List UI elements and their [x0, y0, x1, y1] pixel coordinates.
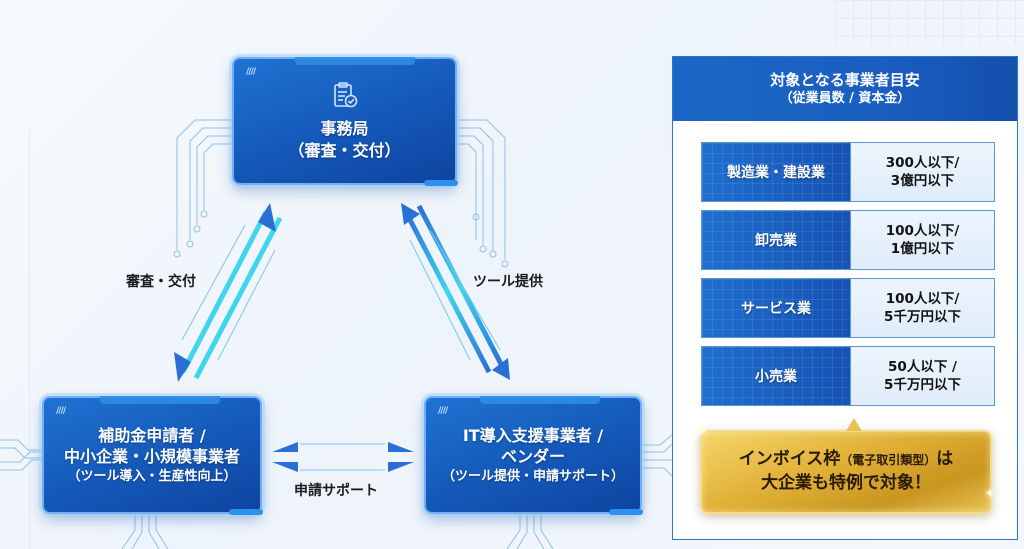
row-employees: 300人以下/: [885, 154, 960, 171]
callout-tail: は: [936, 449, 954, 470]
circuit-traces-applicant-left: [0, 439, 42, 471]
sparkle-icon: ✦: [696, 424, 708, 440]
edge-label-review: 審査・交付: [126, 274, 196, 290]
callout-line1: インボイス枠（電子取引類型）は: [739, 448, 954, 472]
corner-accent: [609, 509, 643, 515]
row-values: 300人以下/ 3億円以下: [850, 143, 994, 201]
node-office: //// 事務局 （審査・交付）: [232, 57, 458, 186]
tab-bar: [480, 396, 600, 404]
row-capital: 1億円以下: [890, 241, 955, 257]
edge-label-tool-provision: ツール提供: [473, 274, 543, 290]
corner-accent: [229, 509, 263, 515]
callout-main: インボイス枠: [738, 449, 841, 470]
row-category: 製造業・建設業: [702, 143, 850, 201]
row-category: 卸売業: [702, 211, 850, 269]
invoice-callout: ✦ ✦ インボイス枠（電子取引類型）は 大企業も特例で対象！: [696, 418, 996, 514]
arrow-applicant-vendor: [272, 442, 414, 472]
vendor-line1: IT導入支援事業者 /: [462, 425, 604, 445]
row-capital: 3億円以下: [890, 173, 955, 189]
tab-stripes: ////: [56, 406, 66, 416]
eligibility-row: サービス業 100人以下/ 5千万円以下: [701, 278, 995, 338]
circuit-traces-office-right: [457, 119, 509, 268]
background-lines: [0, 130, 30, 549]
callout-line2: 大企業も特例で対象！: [761, 473, 931, 493]
callout-note: （電子取引類型）: [840, 453, 937, 468]
background-grid: [835, 0, 1024, 44]
row-employees: 100人以下/: [885, 290, 960, 307]
corner-accent: [424, 180, 458, 186]
row-values: 100人以下/ 1億円以下: [850, 211, 994, 269]
circuit-traces-bottom: [121, 514, 554, 549]
edge-label-application-support: 申請サポート: [294, 483, 378, 499]
vendor-subtitle: （ツール提供・申請サポート）: [441, 468, 624, 484]
tab-bar: [100, 396, 220, 404]
clipboard-check-icon: [330, 80, 360, 114]
applicant-subtitle: （ツール導入・生産性向上）: [67, 468, 237, 484]
eligibility-row: 小売業 50人以下 / 5千万円以下: [701, 346, 995, 406]
vendor-line2: ベンダー: [500, 447, 565, 467]
office-subtitle: （審査・交付）: [288, 141, 401, 160]
sparkle-icon: ✦: [984, 486, 996, 502]
panel-subtitle: （従業員数 / 資本金）: [779, 91, 911, 107]
tab-bar: [295, 57, 415, 65]
tab-stripes: ////: [246, 67, 256, 77]
eligibility-row: 製造業・建設業 300人以下/ 3億円以下: [701, 142, 995, 202]
row-employees: 50人以下 /: [888, 358, 957, 375]
eligibility-row: 卸売業 100人以下/ 1億円以下: [701, 210, 995, 270]
row-capital: 5千万円以下: [884, 309, 961, 325]
panel-header: 対象となる事業者目安 （従業員数 / 資本金）: [673, 57, 1017, 121]
node-vendor: //// IT導入支援事業者 / ベンダー （ツール提供・申請サポート）: [424, 396, 643, 515]
circuit-traces-office-left: [173, 119, 232, 258]
row-category: 小売業: [702, 347, 850, 405]
office-title: 事務局: [320, 119, 369, 139]
row-employees: 100人以下/: [885, 222, 960, 239]
arrow-office-applicant: [174, 203, 283, 382]
tab-stripes: ////: [438, 406, 448, 416]
arrow-office-vendor: [401, 203, 510, 380]
applicant-line2: 中小企業・小規模事業者: [63, 447, 240, 467]
panel-title: 対象となる事業者目安: [770, 71, 920, 90]
row-values: 100人以下/ 5千万円以下: [850, 279, 994, 337]
row-capital: 5千万円以下: [884, 377, 961, 393]
row-category: サービス業: [702, 279, 850, 337]
applicant-line1: 補助金申請者 /: [98, 425, 206, 445]
row-values: 50人以下 / 5千万円以下: [850, 347, 994, 405]
node-applicant: //// 補助金申請者 / 中小企業・小規模事業者 （ツール導入・生産性向上）: [42, 396, 263, 515]
